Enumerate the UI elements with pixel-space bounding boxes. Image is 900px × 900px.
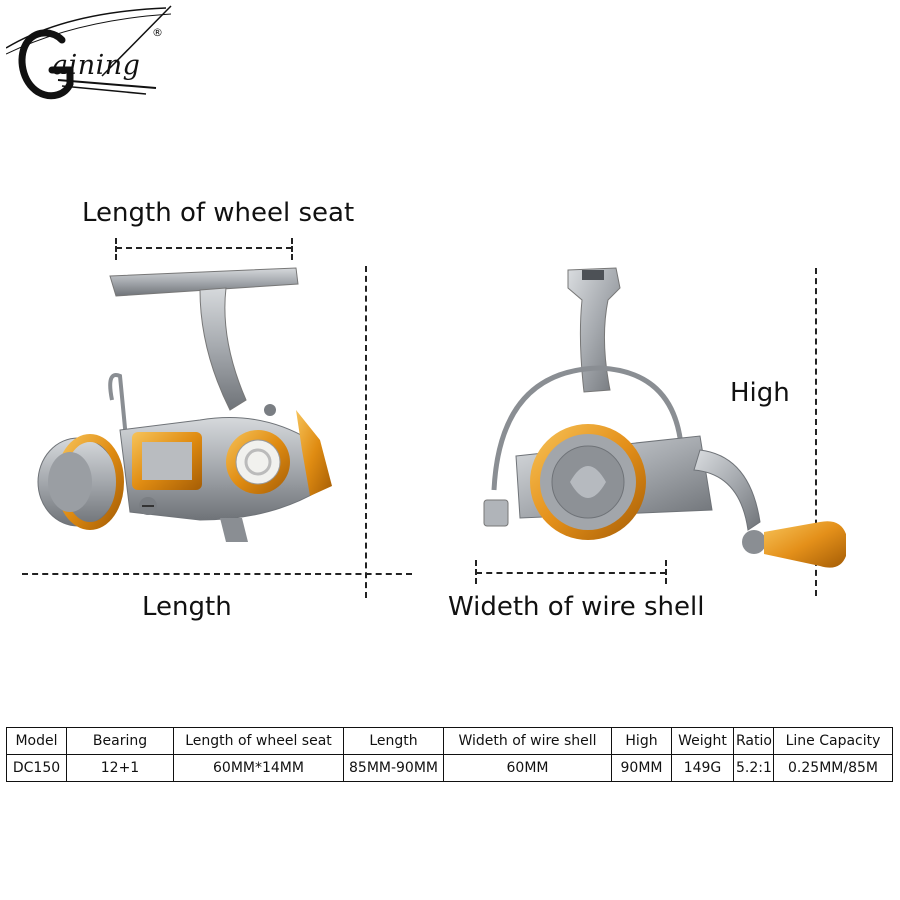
wheel-seat-guide-left [115, 238, 117, 260]
table-header-row: Model Bearing Length of wheel seat Lengt… [6, 727, 893, 755]
caption-wire-shell-width: Wideth of wire shell [448, 592, 705, 622]
cell-ratio: 5.2:1 [733, 754, 774, 782]
wire-shell-guide-left [475, 560, 477, 584]
wheel-seat-guide-right [291, 238, 293, 260]
header-wheel-seat: Length of wheel seat [173, 727, 344, 755]
cell-length: 85MM-90MM [343, 754, 444, 782]
logo-wordmark: aining [52, 50, 141, 81]
header-ratio: Ratio [733, 727, 774, 755]
registered-mark: ® [152, 26, 163, 39]
high-guide [815, 268, 817, 596]
spinning-reel-front-view [483, 267, 846, 568]
header-line-capacity: Line Capacity [773, 727, 893, 755]
cell-high: 90MM [611, 754, 672, 782]
cell-line-capacity: 0.25MM/85M [773, 754, 893, 782]
cell-wheel-seat: 60MM*14MM [173, 754, 344, 782]
cell-wire-shell: 60MM [443, 754, 612, 782]
header-weight: Weight [671, 727, 734, 755]
header-high: High [611, 727, 672, 755]
cell-bearing: 12+1 [66, 754, 174, 782]
wheel-seat-guide [116, 247, 292, 249]
header-model: Model [6, 727, 67, 755]
header-bearing: Bearing [66, 727, 174, 755]
cell-model: DC150 [6, 754, 67, 782]
wire-shell-guide [476, 572, 666, 574]
length-guide-vertical [365, 266, 367, 598]
table-row: DC150 12+1 60MM*14MM 85MM-90MM 60MM 90MM… [6, 754, 893, 782]
gaining-swoosh-logo [5, 5, 172, 100]
spinning-reel-side-view [37, 267, 332, 542]
length-guide [22, 573, 412, 575]
header-wire-shell: Wideth of wire shell [443, 727, 612, 755]
cell-weight: 149G [671, 754, 734, 782]
header-length: Length [343, 727, 444, 755]
brand-logo: aining ® [5, 0, 186, 110]
caption-high: High [730, 378, 790, 408]
wire-shell-guide-right [665, 560, 667, 584]
caption-length: Length [142, 592, 232, 622]
caption-wheel-seat-length: Length of wheel seat [82, 198, 355, 228]
spec-table: Model Bearing Length of wheel seat Lengt… [6, 727, 893, 782]
